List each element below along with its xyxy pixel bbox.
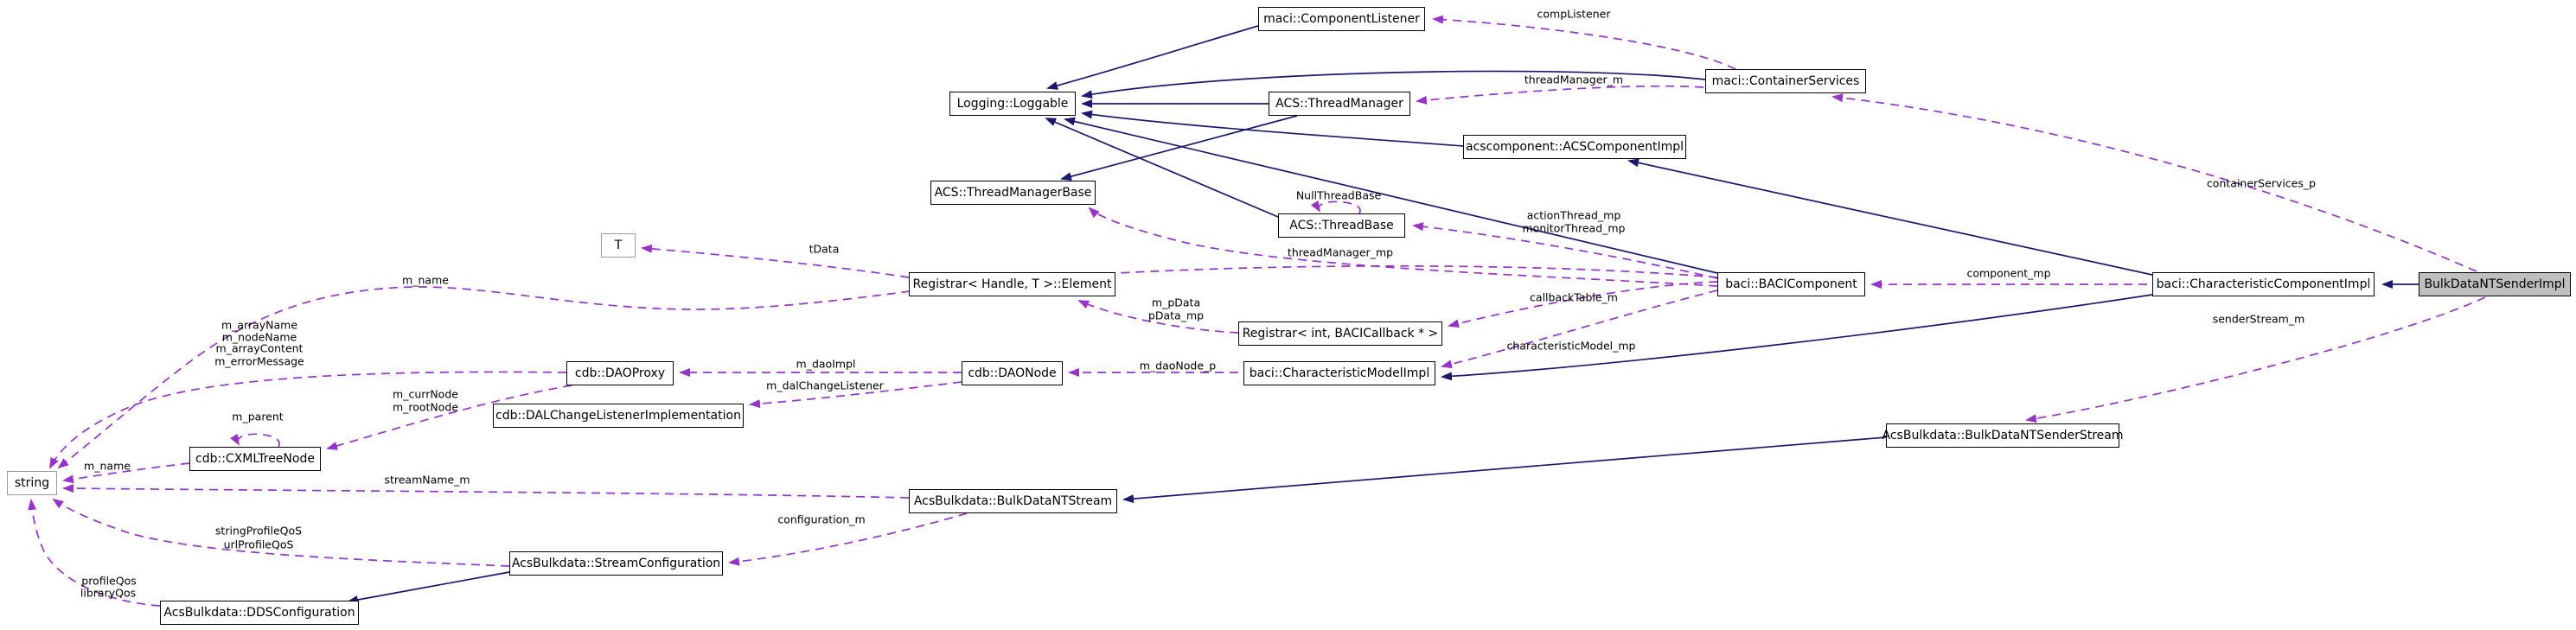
class-node-cdb-cxmltreenode[interactable]: cdb::CXMLTreeNode [189, 447, 321, 471]
class-node-maci-containerservices[interactable]: maci::ContainerServices [1705, 69, 1866, 93]
edge-label-threadmanager-m: threadManager_m [1524, 73, 1624, 86]
edge-label-m-currnode: m_currNode [393, 387, 458, 401]
edge-label-m-pdata: m_pData [1151, 296, 1201, 309]
edge-member-mparent-selfloop [230, 433, 280, 448]
edge-member-threadmanager-mp [1088, 207, 1718, 287]
edge-inherit-bacicomponent-loggable [1064, 117, 1718, 274]
edge-label-characteristicmodel-mp: characteristicModel_mp [1506, 339, 1636, 353]
edge-label-nullthreadbase: NullThreadBase [1295, 188, 1382, 202]
edge-member-mcurrnode-mrootnode [326, 385, 572, 450]
class-node-acsbulkdata-streamconfiguration[interactable]: AcsBulkdata::StreamConfiguration [509, 551, 723, 576]
edge-label-m-dalchangelistener: m_dalChangeListener [766, 379, 884, 392]
edge-inherit-threadmanager-threadmanagerbase [1060, 115, 1298, 181]
class-node-registrar-handle-t-element[interactable]: Registrar< Handle, T >::Element [909, 272, 1115, 296]
edge-label-m-arrayname: m_arrayName [221, 318, 298, 332]
edge-member-nullthreadbase-selfloop [1310, 200, 1361, 214]
edge-inherit-componentlistener-loggable [1046, 25, 1259, 90]
edge-member-stringprofileqos-urlprofileqos [52, 498, 510, 567]
edge-inherit-senderstream-ntstream [1122, 436, 1887, 504]
edge-label-callbacktable-m: callbackTable_m [1530, 290, 1618, 304]
edge-label-m-parent: m_parent [232, 410, 284, 423]
class-node-acs-threadbase[interactable]: ACS::ThreadBase [1278, 213, 1405, 238]
edge-member-actionthread-monitorthread [1412, 222, 1718, 279]
edge-inherit-streamconfig-ddsconfig [347, 571, 510, 604]
edge-member-mname-bacicomponent [57, 264, 1718, 469]
class-node-baci-bacicomponent[interactable]: baci::BACIComponent [1717, 272, 1865, 296]
class-node-template-t: T [601, 233, 636, 258]
edge-member-callbacktable-m [1448, 281, 1718, 328]
class-node-logging-loggable[interactable]: Logging::Loggable [949, 92, 1076, 116]
edge-member-tdata [641, 244, 910, 278]
edge-member-mpdata-pdatamp [1077, 300, 1239, 334]
edge-inherit-containerservices-loggable [1081, 70, 1706, 99]
edge-label-containerservices-p: containerServices_p [2206, 176, 2317, 190]
class-node-registrar-int-bacicallback[interactable]: Registrar< int, BACICallback * > [1238, 321, 1442, 346]
edge-member-characteristicmodel-mp [1441, 290, 1718, 369]
edge-label-component-mp: component_mp [1966, 266, 2051, 280]
class-node-acs-threadmanager[interactable]: ACS::ThreadManager [1269, 92, 1410, 116]
edge-label-m-daonode-p: m_daoNode_p [1139, 359, 1217, 372]
class-node-acs-threadmanagerbase[interactable]: ACS::ThreadManagerBase [930, 181, 1096, 205]
edge-label-m-arraycontent: m_arrayContent [215, 341, 304, 355]
edge-label-profileqos: profileQos [81, 574, 137, 588]
edge-label-m-errormessage: m_errorMessage [214, 354, 304, 368]
edge-inherit-charcompimpl-acscomponentimpl [1627, 158, 2153, 276]
class-node-baci-characteristicmodelimpl[interactable]: baci::CharacteristicModelImpl [1243, 361, 1435, 385]
edge-label-m-name-bacicomponent: m_name [402, 273, 449, 287]
edge-label-m-daoimpl: m_daoImpl [796, 357, 856, 371]
edge-member-senderstream-m [2025, 296, 2486, 423]
edge-member-threadmanager-m [1416, 85, 1704, 105]
edge-label-urlprofileqos: urlProfileQoS [223, 538, 294, 551]
edge-label-threadmanager-mp: threadManager_mp [1287, 245, 1394, 259]
class-node-acsbulkdata-bulkdatantsenderstream[interactable]: AcsBulkdata::BulkDataNTSenderStream [1882, 423, 2124, 448]
edge-label-pdata-mp: pData_mp [1147, 309, 1205, 322]
edge-member-mdalchangelistener [749, 381, 962, 409]
class-node-bulkdatantsenderimpl-selected: BulkDataNTSenderImpl [2419, 272, 2571, 296]
edge-inherit-threadbase-loggable [1045, 118, 1279, 218]
class-node-acsbulkdata-bulkdatantstream[interactable]: AcsBulkdata::BulkDataNTStream [909, 489, 1117, 513]
edge-label-libraryqos: libraryQos [80, 586, 137, 600]
class-node-maci-componentlistener[interactable]: maci::ComponentListener [1258, 7, 1425, 31]
edge-member-mname-cxml [62, 462, 190, 484]
edge-member-streamname-m [62, 484, 910, 499]
edge-label-configuration-m: configuration_m [777, 512, 866, 526]
edge-label-senderstream-m: senderStream_m [2212, 312, 2305, 326]
class-node-acscomponent-acscomponentimpl[interactable]: acscomponent::ACSComponentImpl [1463, 135, 1686, 159]
class-node-baci-characteristiccomponentimpl[interactable]: baci::CharacteristicComponentImpl [2152, 272, 2375, 296]
edge-member-configuration-m [728, 512, 968, 566]
edge-member-containerservices-p [1831, 93, 2477, 272]
edge-label-streamname-m: streamName_m [384, 473, 470, 487]
edge-label-actionthread-mp: actionThread_mp [1526, 208, 1621, 222]
edge-label-m-nodename: m_nodeName [221, 330, 297, 344]
edge-member-complistener [1432, 15, 1736, 70]
edge-member-profileqos-libraryqos [28, 499, 161, 607]
class-node-acsbulkdata-ddsconfiguration[interactable]: AcsBulkdata::DDSConfiguration [160, 601, 359, 625]
edge-inherit-acscomponentimpl-loggable [1081, 110, 1464, 147]
edge-label-m-rootnode: m_rootNode [392, 400, 459, 414]
class-node-cdb-daoproxy[interactable]: cdb::DAOProxy [566, 361, 674, 385]
class-node-cdb-daonode[interactable]: cdb::DAONode [962, 361, 1063, 385]
edge-member-daoproxy-strings [49, 371, 567, 469]
class-node-cdb-dalchangelistenerimplementation[interactable]: cdb::DALChangeListenerImplementation [493, 404, 744, 428]
edge-label-tdata: tData [809, 242, 840, 256]
edge-label-m-name-cxmltreenode: m_name [84, 459, 131, 473]
edge-label-monitorthread-mp: monitorThread_mp [1522, 221, 1626, 235]
edge-label-stringprofileqos: stringProfileQoS [214, 524, 303, 538]
edge-label-complistener: compListener [1537, 7, 1611, 21]
class-node-string: string [7, 471, 57, 495]
edge-inherit-charcompimpl-charmodelimpl [1441, 294, 2153, 381]
